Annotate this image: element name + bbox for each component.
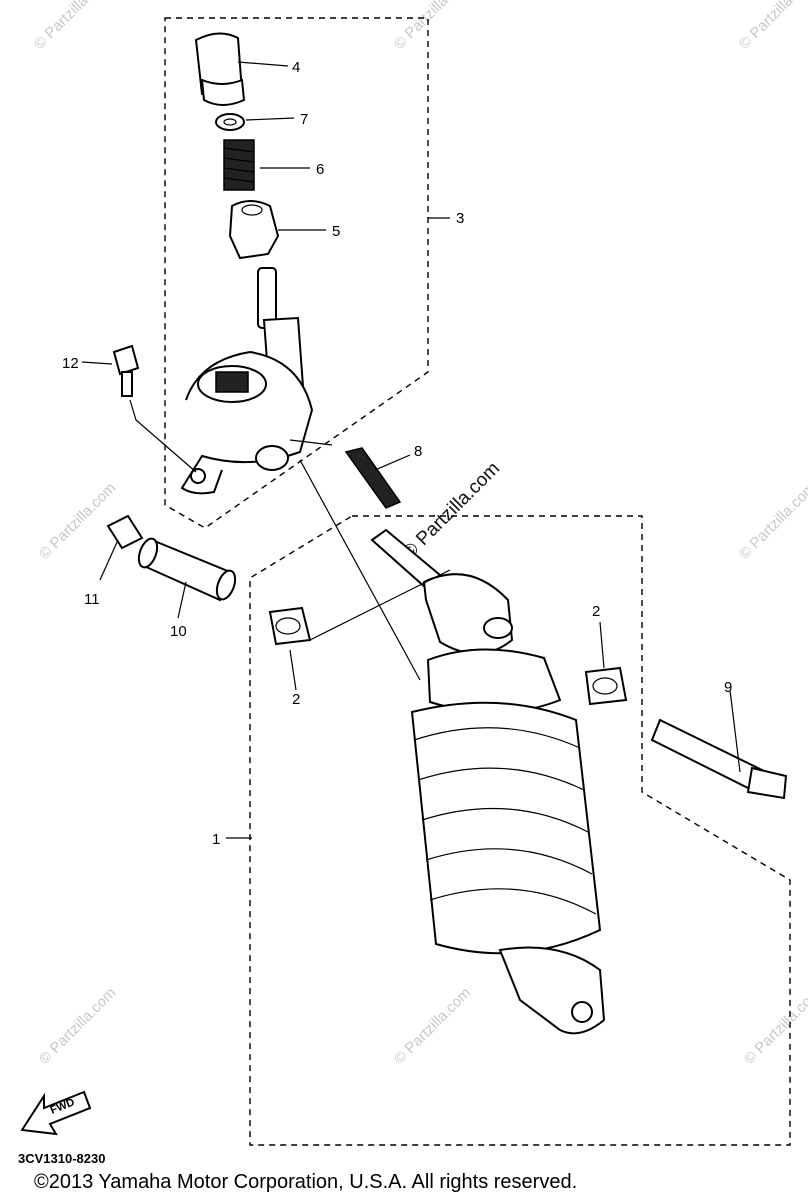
callout-4: 4: [292, 59, 300, 76]
group-3-outline: [164, 17, 429, 529]
part-10-spacer: [137, 537, 237, 602]
part-4-cap: [194, 32, 246, 106]
watermark-text: © Partzilla.com: [736, 479, 808, 562]
part-12-bolt: [112, 344, 140, 397]
callout-6: 6: [316, 161, 324, 178]
callout-2-left: 2: [292, 691, 300, 708]
part-9-bolt: [650, 718, 788, 800]
callout-9: 9: [724, 679, 732, 696]
callout-3: 3: [456, 210, 464, 227]
part-1-shock-absorber: [370, 528, 606, 1035]
leader-lines: [81, 61, 741, 839]
part-7-ring: [215, 113, 245, 131]
callout-10: 10: [170, 623, 187, 640]
part-3-adjuster: [180, 267, 333, 495]
copyright-text: ©2013 Yamaha Motor Corporation, U.S.A. A…: [34, 1171, 577, 1193]
watermark-text: © Partzilla.com: [741, 984, 808, 1067]
part-2-bushing-right: [584, 666, 628, 706]
watermark-text: © Partzilla.com: [736, 0, 808, 53]
callout-8: 8: [414, 443, 422, 460]
watermark-text: © Partzilla.com: [36, 479, 119, 562]
fwd-arrow-icon: FWD: [20, 1090, 92, 1136]
watermark-layer: © Partzilla.com © Partzilla.com © Partzi…: [31, 0, 808, 1068]
callout-12: 12: [62, 355, 79, 372]
part-5-nut: [228, 200, 280, 260]
callout-5: 5: [332, 223, 340, 240]
watermark-text: © Partzilla.com: [36, 984, 119, 1067]
callout-7: 7: [300, 111, 308, 128]
callout-1: 1: [212, 831, 220, 848]
part-6-spring: [223, 139, 255, 191]
watermark-text: © Partzilla.com: [31, 0, 114, 53]
callout-11: 11: [84, 591, 100, 608]
group-1-outline: [249, 515, 791, 1146]
diagram-code: 3CV1310-8230: [18, 1151, 105, 1166]
part-8-link: [344, 447, 402, 509]
part-2-bushing-left: [268, 606, 312, 646]
watermark-text: © Partzilla.com: [391, 0, 474, 53]
watermark-text: © Partzilla.com: [391, 984, 474, 1067]
watermark-center: © Partzilla.com: [399, 458, 504, 563]
part-11-bolt: [106, 514, 144, 550]
callout-2-right: 2: [592, 603, 600, 620]
